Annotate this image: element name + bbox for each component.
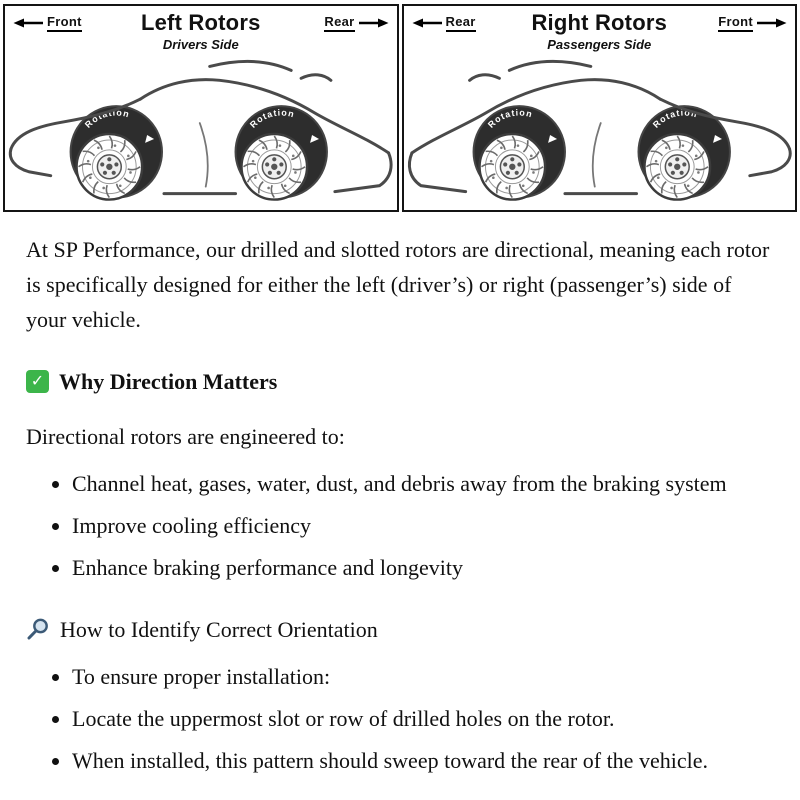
rear-wheel-rotor [234, 104, 329, 201]
bullet-item: Enhance braking performance and longevit… [72, 550, 774, 585]
rotor-direction-diagram: Front Left Rotors Drivers Side Rear [0, 0, 800, 212]
identify-orientation-heading: How to Identify Correct Orientation [26, 612, 774, 647]
front-direction-label-group: Front [718, 14, 787, 32]
how-bullet-list: To ensure proper installation: Locate th… [26, 659, 774, 779]
bullet-item: When installed, this pattern should swee… [72, 743, 774, 778]
rear-wheel-rotor [471, 104, 566, 201]
product-description: At SP Performance, our drilled and slott… [0, 212, 800, 778]
arrow-left-icon [412, 18, 442, 28]
right-panel-title-block: Right Rotors Passengers Side [404, 10, 796, 52]
bullet-item: Improve cooling efficiency [72, 508, 774, 543]
green-check-icon: ✓ [26, 369, 49, 393]
panel-title: Left Rotors [140, 10, 261, 35]
arrow-left-icon [13, 18, 43, 28]
rear-direction-label-group: Rear [324, 14, 388, 32]
bullet-item: Channel heat, gases, water, dust, and de… [72, 466, 774, 501]
corner-label-front: Front [718, 14, 753, 32]
panel-subtitle: Drivers Side [162, 37, 239, 52]
arrow-right-icon [358, 18, 388, 28]
corner-label-rear: Rear [324, 14, 355, 32]
heading-text: Why Direction Matters [59, 368, 278, 394]
corner-label-rear: Rear [445, 14, 476, 32]
left-rotors-panel: Front Left Rotors Drivers Side Rear [3, 4, 399, 212]
rear-direction-label-group: Rear [412, 14, 476, 32]
heading-text: How to Identify Correct Orientation [60, 616, 378, 642]
corner-label-front: Front [47, 14, 82, 32]
front-wheel-rotor [69, 104, 164, 201]
why-bullet-list: Channel heat, gases, water, dust, and de… [26, 466, 774, 586]
left-panel-header: Front Left Rotors Drivers Side Rear [5, 6, 397, 56]
front-wheel-rotor [636, 104, 731, 201]
bullet-item: To ensure proper installation: [72, 659, 774, 694]
left-car-sketch [8, 60, 393, 201]
front-direction-label-group: Front [13, 14, 82, 32]
magnifying-glass-icon [27, 618, 48, 640]
why-direction-matters-heading: ✓ Why Direction Matters [26, 364, 774, 399]
engineered-to-lead: Directional rotors are engineered to: [26, 423, 345, 449]
bullet-item: Locate the uppermost slot or row of dril… [72, 701, 774, 736]
panel-subtitle: Passengers Side [547, 37, 652, 52]
panel-title: Right Rotors [531, 10, 668, 35]
arrow-right-icon [757, 18, 787, 28]
right-car-sketch [407, 60, 792, 201]
right-panel-header: Rear Right Rotors Passengers Side Front [404, 6, 796, 56]
intro-paragraph: At SP Performance, our drilled and slott… [26, 237, 770, 333]
right-rotors-panel: Rear Right Rotors Passengers Side Front [401, 4, 797, 212]
left-panel-title-block: Left Rotors Drivers Side [5, 10, 397, 52]
